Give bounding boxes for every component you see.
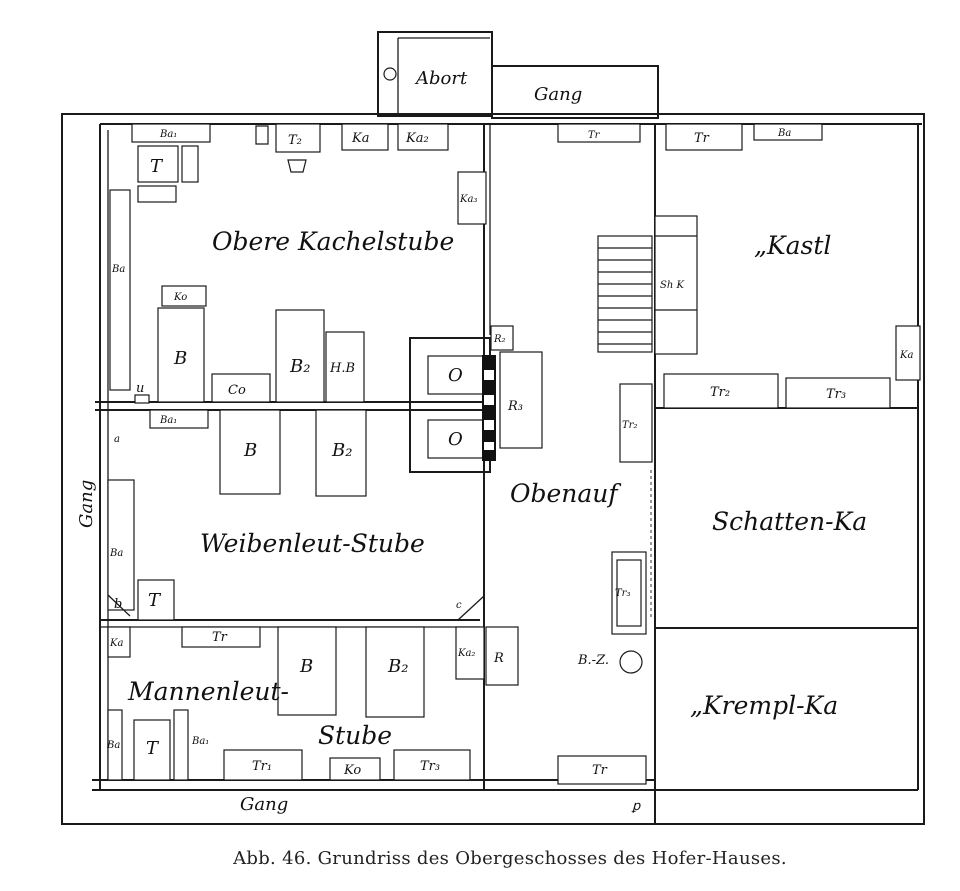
furn-o1: O <box>448 365 463 386</box>
label-gang-left: Gang <box>76 480 97 528</box>
furn-ka2-top: Ka₂ <box>405 131 429 146</box>
label-mannenleut-2: Stube <box>318 721 392 750</box>
label-gang-bottom: Gang <box>240 794 288 815</box>
label-obenauf: Obenauf <box>510 479 621 508</box>
label-obere-kachelstube: Obere Kachelstube <box>212 227 454 256</box>
furn-ba-kastl: Ba <box>777 128 791 139</box>
room-labels: Obere Kachelstube Weibenleut-Stube Manne… <box>76 68 867 815</box>
staircase <box>597 215 698 355</box>
furn-t2-top: T₂ <box>288 133 302 148</box>
furn-tr2-kastl: Tr₂ <box>710 385 730 400</box>
furn-ka-mann: Ka <box>109 638 123 649</box>
furn-b1: B <box>173 348 187 369</box>
furn-ko-mann: Ko <box>343 763 361 778</box>
furn-tr-mann: Tr <box>212 630 228 645</box>
furniture <box>107 123 921 785</box>
furn-a: a <box>114 434 120 445</box>
furn-tr3-mann: Tr₃ <box>420 759 440 774</box>
furn-b-mark: b <box>114 597 122 612</box>
furn-ka-kastl: Ka <box>899 350 913 361</box>
furn-ka3: Ka₃ <box>459 194 477 205</box>
furn-ba-left: Ba <box>111 264 125 275</box>
furn-b2-mann: B₂ <box>387 656 408 677</box>
furn-tr3-obenauf: Tr₃ <box>615 588 630 599</box>
furn-ka2-mann: Ka₂ <box>457 648 475 659</box>
furn-c: c <box>456 600 462 611</box>
furn-t-mann: T <box>146 738 160 759</box>
abort-annex <box>377 31 659 119</box>
furn-tr-obenauf-bot: Tr <box>592 763 608 778</box>
figure-caption: Abb. 46. Grundriss des Obergeschosses de… <box>233 848 787 869</box>
furn-o2: O <box>448 429 463 450</box>
furn-hb: H.B <box>329 361 355 376</box>
furn-ba-weib: Ba <box>109 548 123 559</box>
label-gang-top: Gang <box>534 84 582 105</box>
toilet-icon <box>383 67 397 81</box>
furn-tr1-mann: Tr₁ <box>252 759 272 774</box>
label-kastl: „Kastl <box>754 231 831 260</box>
furn-tr3-kastl: Tr₃ <box>826 387 846 402</box>
furn-ba1-mann: Ba₁ <box>191 736 209 747</box>
furn-ba1-mid: Ba₁ <box>159 415 177 426</box>
furn-r3: R₃ <box>507 399 523 414</box>
furn-tr2-obenauf: Tr₂ <box>622 420 637 431</box>
furn-ba1-top: Ba₁ <box>159 129 177 140</box>
furn-r2: R₂ <box>493 334 506 345</box>
furn-shk: Sh K <box>660 280 684 291</box>
furn-tr-kastl: Tr <box>694 131 710 146</box>
furn-ba-mann: Ba <box>106 740 120 751</box>
furn-b2-1: B₂ <box>289 356 310 377</box>
furn-b-mann: B <box>299 656 313 677</box>
furn-b-weib: B <box>243 440 257 461</box>
furn-bz: B.-Z. <box>577 653 609 668</box>
furn-r-mann: R <box>493 651 504 666</box>
furn-b2-weib: B₂ <box>331 440 352 461</box>
label-schatten-ka: Schatten-Ka <box>712 507 867 536</box>
furn-u: u <box>136 381 144 396</box>
furn-tr-top: Tr <box>588 130 601 141</box>
stove-block <box>409 325 543 473</box>
furniture-labels: Ba₁ T₂ Ka Ka₂ Ka₃ Tr Tr Ba T Ba Ko B B₂ … <box>106 128 913 814</box>
label-abort: Abort <box>414 68 468 89</box>
furn-t-weib: T <box>148 590 162 611</box>
label-krempl-ka: „Krempl-Ka <box>690 691 838 720</box>
furn-ko1: Ko <box>173 292 187 303</box>
furn-co: Co <box>228 383 246 398</box>
label-mannenleut-1: Mannenleut- <box>127 677 289 706</box>
furn-p-mark: ꝑ <box>631 799 641 814</box>
label-weibenleut-stube: Weibenleut-Stube <box>200 529 425 558</box>
furn-t-table1: T <box>150 156 164 177</box>
furn-ka-top: Ka <box>351 131 369 146</box>
